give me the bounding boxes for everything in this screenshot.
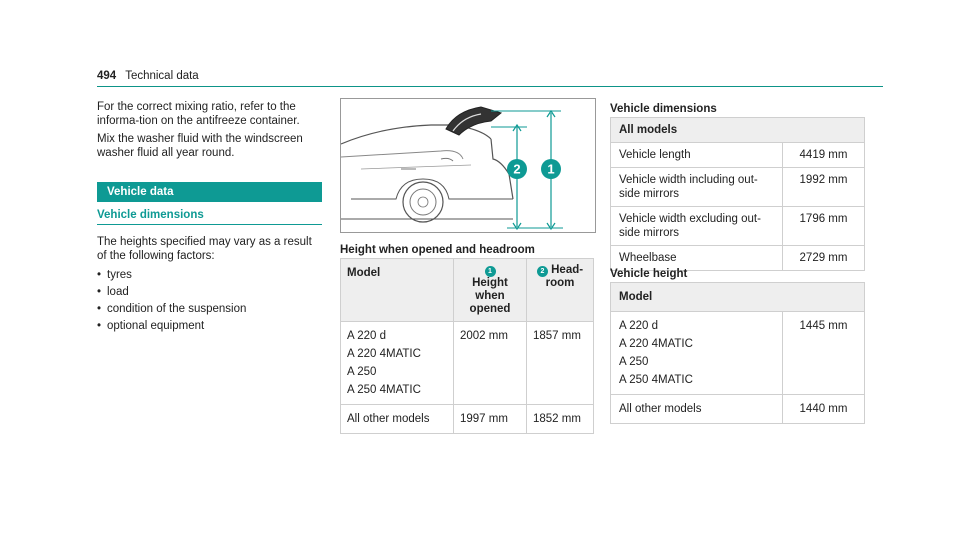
table-row: Vehicle length 4419 mm — [610, 142, 865, 168]
list-item: load — [97, 284, 322, 301]
table-row: A 220 d A 220 4MATIC A 250 A 250 4MATIC … — [340, 321, 594, 405]
column-header-height-label: Height when opened — [469, 277, 511, 315]
table-header-row: Model 1 Height when opened 2 Head-room — [340, 258, 594, 322]
car-tailgate-drawing: 2 1 — [340, 106, 563, 231]
factors-list: tyres load condition of the suspension o… — [97, 267, 322, 335]
dimension-value: 2729 mm — [782, 245, 865, 271]
dimension-label: Vehicle width excluding out-side mirrors — [610, 206, 783, 246]
callout-1-label: 1 — [547, 162, 554, 177]
list-item: optional equipment — [97, 318, 322, 335]
column-header-model: Model — [340, 258, 454, 322]
vehicle-height-table: Model A 220 d A 220 4MATIC A 250 A 250 4… — [610, 282, 865, 424]
list-item: tyres — [97, 267, 322, 284]
page-header: 494 Technical data — [97, 70, 883, 87]
intro-paragraph-1: For the correct mixing ratio, refer to t… — [97, 101, 300, 127]
height-value: 1445 mm — [782, 311, 865, 395]
left-column: For the correct mixing ratio, refer to t… — [97, 100, 322, 335]
model-cell: All other models — [340, 404, 454, 434]
factors-intro: The heights specified may vary as a resu… — [97, 236, 312, 262]
table-row: A 220 d A 220 4MATIC A 250 A 250 4MATIC … — [610, 311, 865, 395]
dimension-value: 4419 mm — [782, 142, 865, 168]
model-cell: All other models — [610, 394, 783, 424]
dimension-value: 1796 mm — [782, 206, 865, 246]
callout-2-label: 2 — [513, 162, 520, 177]
page-number: 494 — [97, 70, 117, 82]
table-row: All other models 1997 mm 1852 mm — [340, 404, 594, 434]
car-illustration: 2 1 — [340, 98, 596, 233]
vehicle-data-title: Vehicle data — [97, 182, 322, 202]
table-header-row: All models — [610, 117, 865, 143]
table-row: All other models 1440 mm — [610, 394, 865, 424]
model-name: A 220 4MATIC — [347, 348, 421, 360]
callout-1-marker — [541, 159, 561, 179]
height-table: Model 1 Height when opened 2 Head-room A… — [340, 258, 594, 434]
dimension-label: Vehicle width including out-side mirrors — [610, 167, 783, 207]
table-row: Vehicle width excluding out-side mirrors… — [610, 206, 865, 246]
vehicle-height-heading: Vehicle height — [610, 268, 688, 280]
section-title: Technical data — [125, 70, 199, 82]
model-name: A 220 d — [619, 320, 659, 332]
dimensions-heading: Vehicle dimensions — [610, 103, 717, 115]
dimension-label: Wheelbase — [610, 245, 783, 271]
height-table-heading: Height when opened and headroom — [340, 244, 535, 256]
model-cell: A 220 d A 220 4MATIC A 250 A 250 4MATIC — [340, 321, 454, 405]
model-name: A 220 d — [347, 330, 387, 342]
model-name: A 220 4MATIC — [619, 338, 693, 350]
intro-paragraph-2: Mix the washer fluid with the windscreen… — [97, 133, 303, 159]
column-header-headroom: 2 Head-room — [526, 258, 594, 322]
headroom-value: 1852 mm — [526, 404, 594, 434]
vehicle-dimensions-subtitle: Vehicle dimensions — [97, 208, 322, 225]
column-header-model: Model — [610, 282, 865, 312]
dimensions-table: All models Vehicle length 4419 mm Vehicl… — [610, 117, 865, 271]
model-name: A 250 4MATIC — [347, 384, 421, 396]
callout-2-marker — [507, 159, 527, 179]
callout-2-badge: 2 — [536, 266, 548, 277]
list-item: condition of the suspension — [97, 301, 322, 318]
height-value: 1997 mm — [453, 404, 527, 434]
column-header-headroom-label: Head-room — [545, 264, 584, 289]
model-name: A 250 — [619, 356, 649, 368]
dimension-label: Vehicle length — [610, 142, 783, 168]
height-value: 2002 mm — [453, 321, 527, 405]
table-row: Wheelbase 2729 mm — [610, 245, 865, 271]
headroom-value: 1857 mm — [526, 321, 594, 405]
dimension-value: 1992 mm — [782, 167, 865, 207]
table-row: Vehicle width including out-side mirrors… — [610, 167, 865, 207]
column-header-all-models: All models — [610, 117, 865, 143]
model-name: A 250 4MATIC — [619, 374, 693, 386]
callout-1-badge: 1 — [484, 266, 496, 277]
model-cell: A 220 d A 220 4MATIC A 250 A 250 4MATIC — [610, 311, 783, 395]
column-header-height: 1 Height when opened — [453, 258, 527, 322]
model-name: A 250 — [347, 366, 377, 378]
height-value: 1440 mm — [782, 394, 865, 424]
table-header-row: Model — [610, 282, 865, 312]
